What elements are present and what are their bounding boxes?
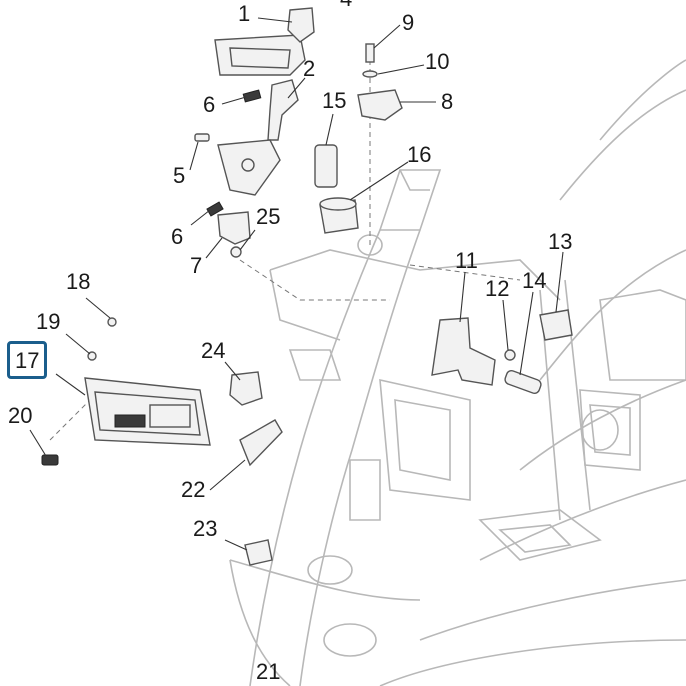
part-5 [194, 133, 210, 142]
part-17-ecu [84, 377, 211, 446]
callout-13[interactable]: 13 [548, 229, 573, 254]
part-7 [217, 211, 251, 245]
part-9 [365, 43, 375, 63]
callout-6-lower[interactable]: 6 [171, 224, 184, 249]
part-25 [230, 246, 242, 258]
part-8 [357, 89, 403, 121]
callout-12[interactable]: 12 [485, 276, 510, 301]
callout-23[interactable]: 23 [193, 516, 218, 541]
callout-15[interactable]: 15 [322, 88, 347, 113]
part-1 [214, 7, 315, 76]
callout-21[interactable]: 21 [256, 659, 281, 684]
callout-10[interactable]: 10 [425, 49, 450, 74]
callout-18[interactable]: 18 [66, 269, 91, 294]
vehicle-frame [229, 59, 686, 686]
callout-4[interactable]: 4 [340, 0, 352, 10]
part-22 [239, 419, 283, 467]
part-18 [107, 317, 117, 327]
part-20 [41, 454, 59, 466]
callout-14[interactable]: 14 [522, 268, 547, 293]
callout-2[interactable]: 2 [303, 56, 316, 81]
callout-16[interactable]: 16 [407, 142, 432, 167]
callout-22[interactable]: 22 [181, 477, 206, 502]
part-16 [319, 197, 359, 234]
callout-1[interactable]: 1 [238, 1, 251, 26]
part-13 [539, 309, 573, 341]
callout-17-highlighted[interactable]: 17 [7, 341, 48, 379]
callout-9[interactable]: 9 [402, 10, 415, 35]
part-10 [362, 70, 378, 78]
callout-25[interactable]: 25 [256, 204, 281, 229]
part-15 [314, 144, 338, 188]
callout-24[interactable]: 24 [201, 338, 226, 363]
part-12 [504, 349, 516, 361]
callout-8[interactable]: 8 [441, 89, 454, 114]
callout-6-upper[interactable]: 6 [203, 92, 216, 117]
callout-19[interactable]: 19 [36, 309, 61, 334]
leader-lines [29, 17, 564, 551]
part-23 [244, 539, 273, 566]
part-24 [229, 371, 263, 406]
callout-11[interactable]: 11 [455, 248, 478, 273]
part-14 [504, 369, 542, 395]
part-6-upper [242, 89, 262, 103]
part-11 [431, 317, 496, 386]
callout-5[interactable]: 5 [173, 163, 186, 188]
part-6-lower [206, 201, 224, 217]
callout-20[interactable]: 20 [8, 403, 33, 428]
callout-7[interactable]: 7 [190, 253, 203, 278]
